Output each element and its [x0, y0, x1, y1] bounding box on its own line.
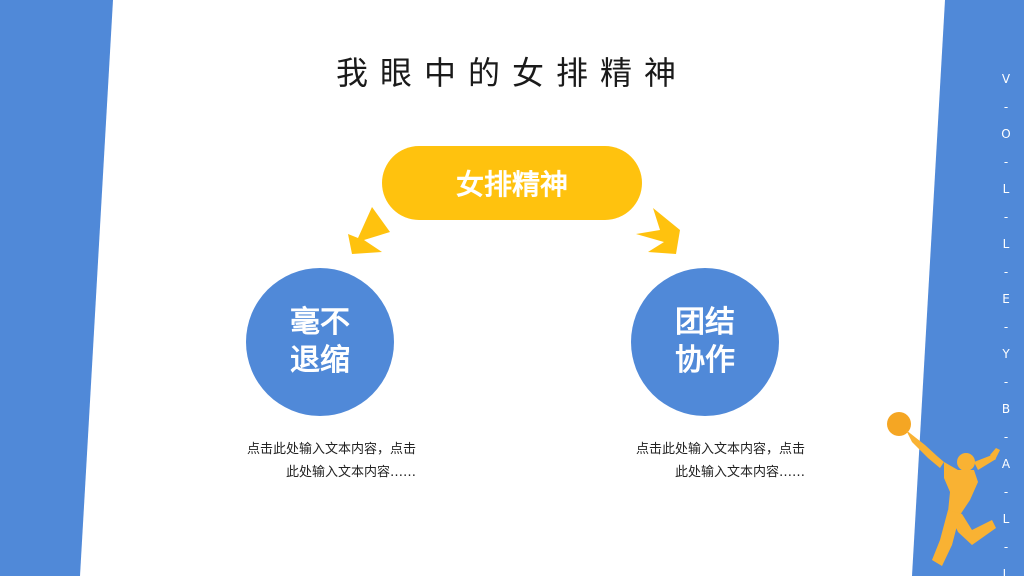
center-label-pill: 女排精神 [382, 146, 642, 220]
side-char: - [1003, 539, 1009, 554]
side-char: - [1003, 374, 1009, 389]
side-char: - [1003, 209, 1009, 224]
right-description: 点击此处输入文本内容，点击 此处输入文本内容…… [600, 438, 805, 484]
side-char: V [1001, 72, 1011, 86]
arrow-down-left-icon [348, 207, 390, 254]
left-blue-band [0, 0, 113, 576]
left-circle: 毫不 退缩 [246, 268, 394, 416]
left-circle-line1: 毫不 [290, 305, 350, 340]
page-title: 我眼中的女排精神 [335, 54, 688, 92]
arrow-down-right-icon [636, 208, 680, 254]
side-char: O [1001, 127, 1011, 141]
side-char: - [1003, 154, 1009, 169]
side-char: - [1003, 264, 1009, 279]
side-char: - [1003, 484, 1009, 499]
right-circle: 团结 协作 [631, 268, 779, 416]
right-circle-line2: 协作 [675, 343, 735, 378]
side-char: L [1002, 567, 1010, 576]
volleyball-player-icon [887, 412, 1000, 566]
side-char: - [1003, 319, 1009, 334]
right-blue-band [912, 0, 1024, 576]
right-circle-line1: 团结 [675, 305, 735, 340]
center-label: 女排精神 [455, 168, 568, 201]
left-description-line2: 此处输入文本内容…… [285, 465, 416, 480]
side-char: L [1002, 512, 1010, 526]
side-char: Y [1002, 347, 1010, 361]
side-vertical-text: V - O - L - L - E - Y - B - A - L - L [998, 66, 1014, 576]
side-char: - [1003, 99, 1009, 114]
side-char: A [1001, 457, 1011, 471]
left-circle-line2: 退缩 [290, 343, 350, 378]
left-description: 点击此处输入文本内容，点击 此处输入文本内容…… [211, 438, 416, 484]
side-char: L [1002, 182, 1010, 196]
left-description-line1: 点击此处输入文本内容，点击 [246, 442, 416, 457]
side-char: - [1003, 429, 1009, 444]
right-description-line2: 此处输入文本内容…… [674, 465, 805, 480]
right-description-line1: 点击此处输入文本内容，点击 [635, 442, 805, 457]
side-char: L [1002, 237, 1010, 251]
side-char: E [1002, 292, 1010, 306]
side-char: B [1001, 402, 1011, 416]
